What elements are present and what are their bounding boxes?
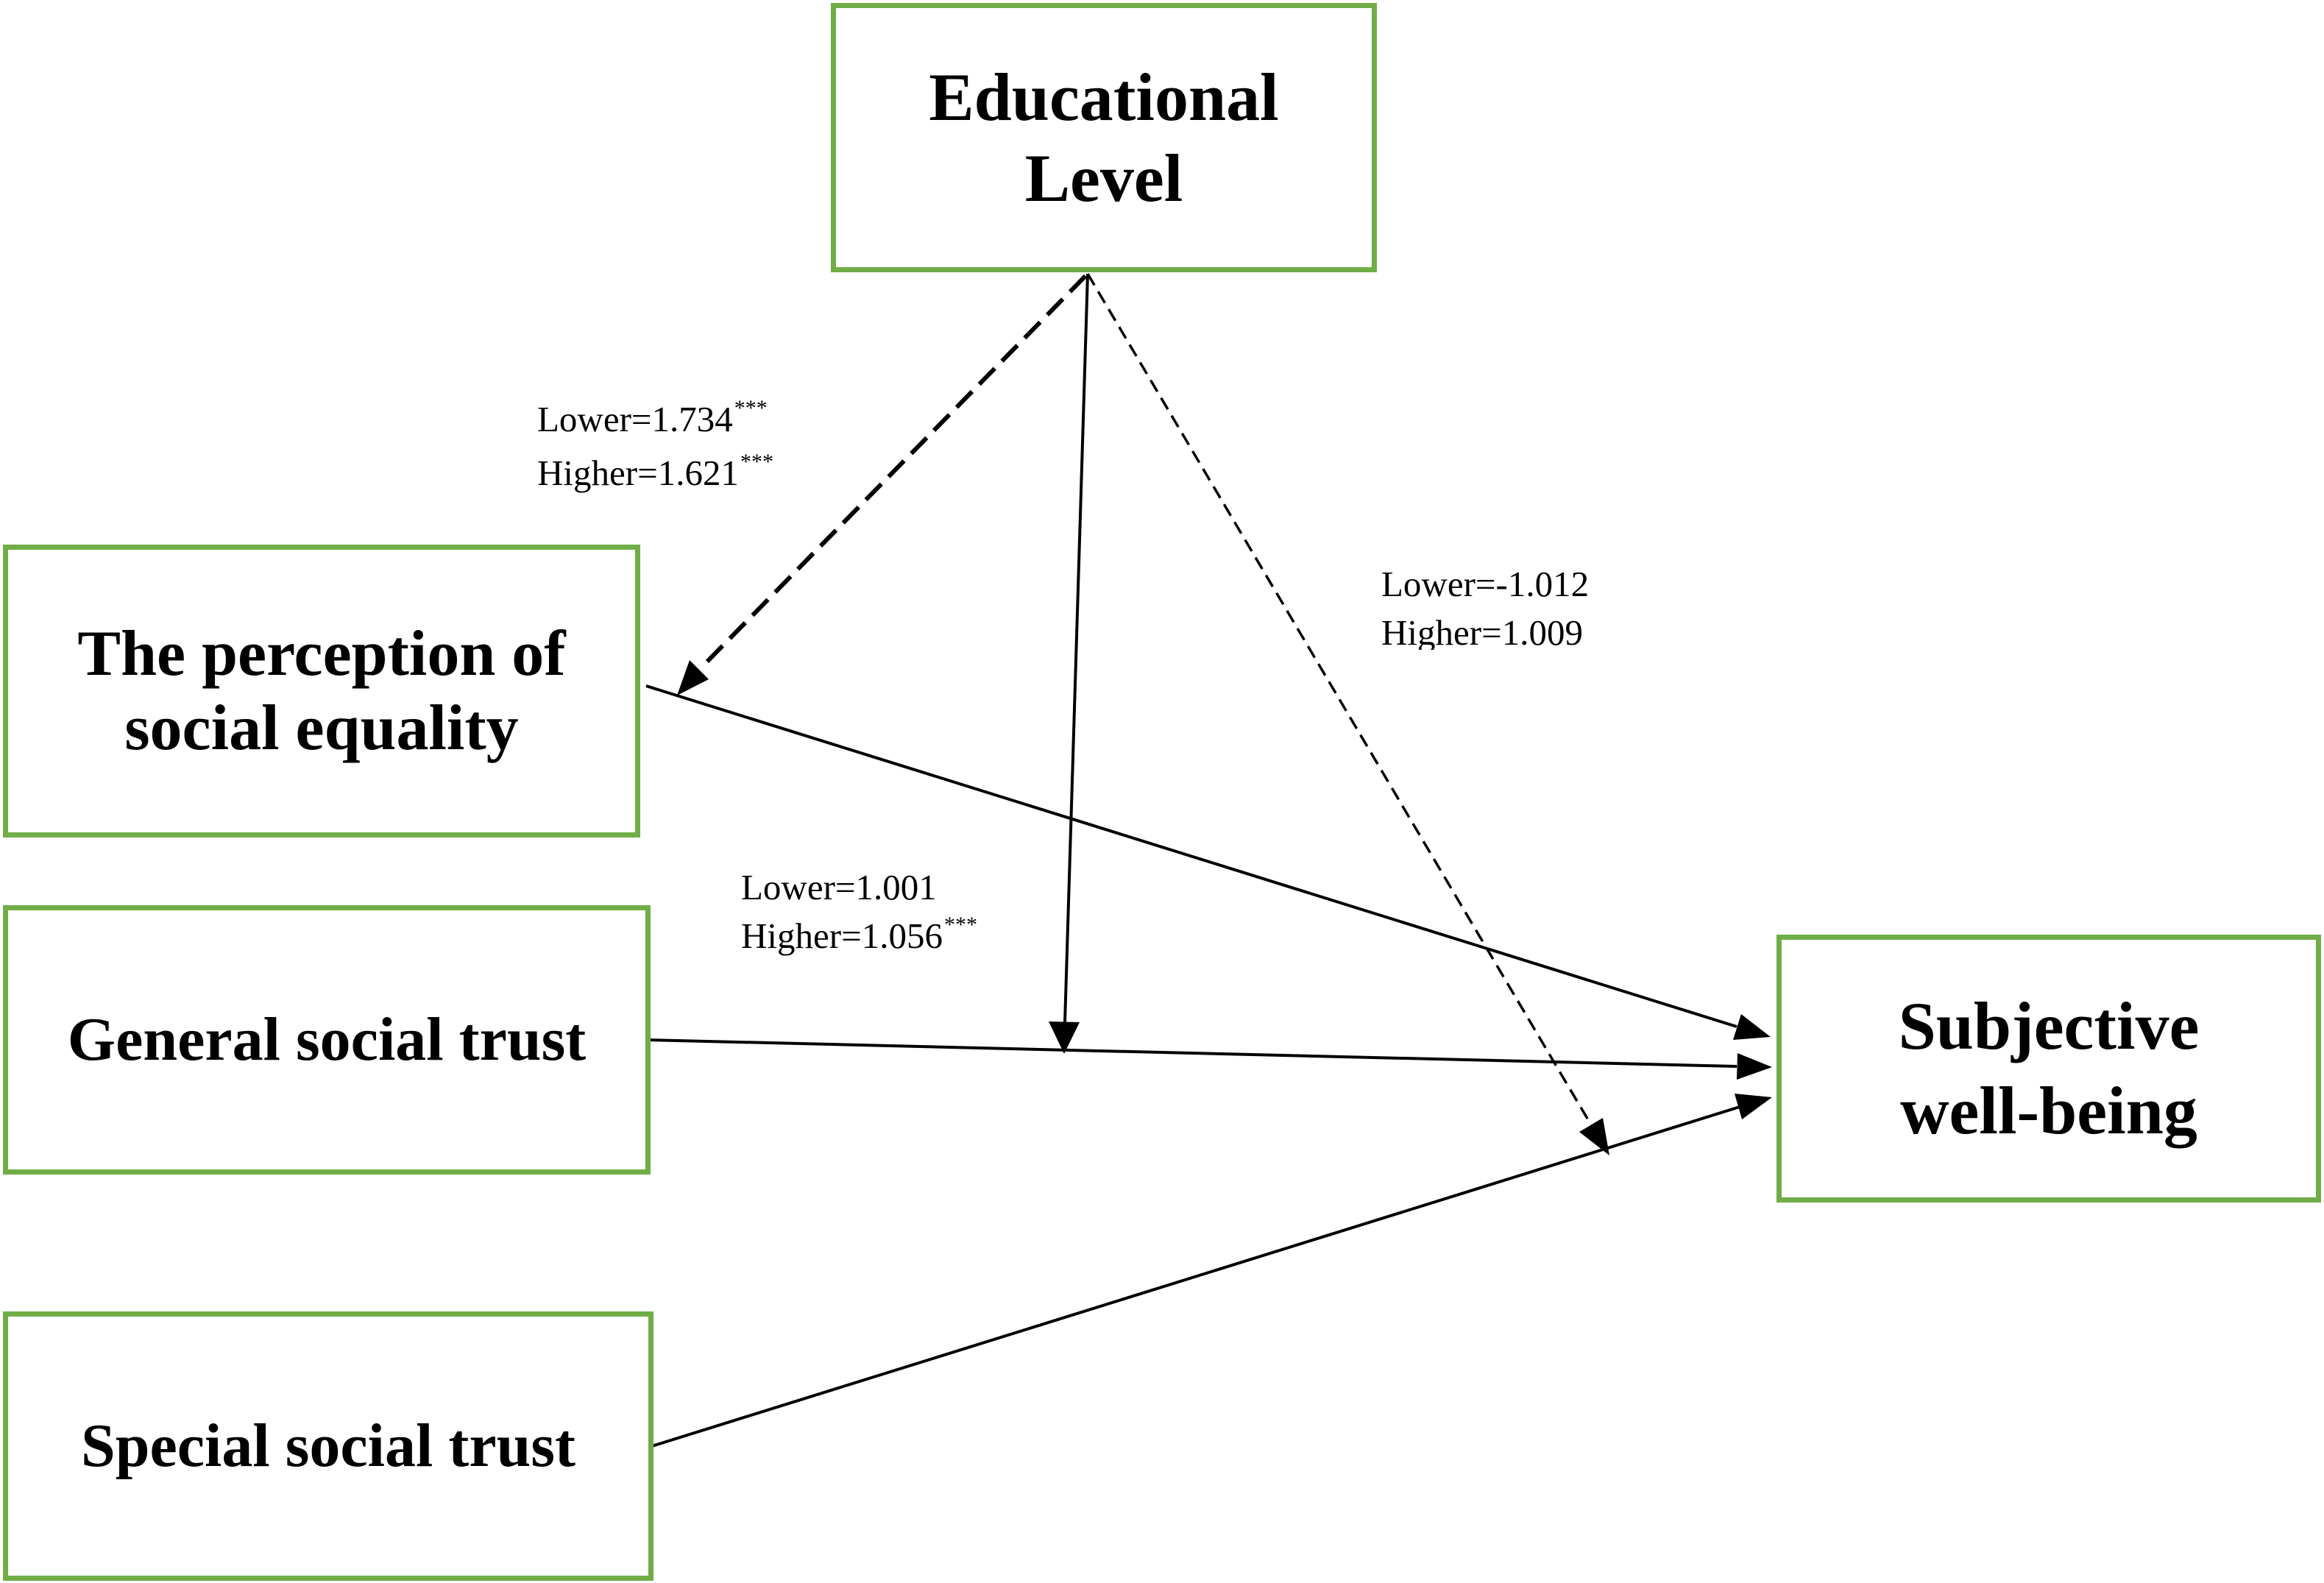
general-trust-coefficients: Lower=1.001 Higher=1.056*** (741, 863, 977, 956)
general-trust-lower-value: Lower=1.001 (741, 867, 937, 907)
equality-lower-value: Lower=1.734 (537, 399, 733, 439)
general-trust-higher-value: Higher=1.056 (741, 916, 943, 956)
arrow-education-to-general-trust-path (1063, 273, 1089, 1024)
equality-lower-significance: *** (734, 396, 768, 420)
arrowhead-education-to-wellbeing (1579, 1118, 1609, 1155)
general-trust-box: General social trust (3, 905, 651, 1175)
wellbeing-higher-line: Higher=1.009 (1381, 609, 1589, 650)
equality-higher-line: Higher=1.621*** (537, 449, 773, 503)
social-equality-box: The perception of social equality (3, 545, 640, 837)
wellbeing-lower-line: Lower=-1.012 (1381, 560, 1589, 609)
general-trust-lower-line: Lower=1.001 (741, 863, 977, 912)
arrowhead-general-trust-to-wellbeing (1737, 1053, 1772, 1080)
social-equality-label: The perception of social equality (77, 617, 566, 764)
educational-level-box: Educational Level (831, 3, 1377, 272)
wellbeing-coefficients: Lower=-1.012 Higher=1.009 (1381, 560, 1589, 650)
equality-higher-value: Higher=1.621 (537, 453, 739, 493)
arrowhead-special-trust-to-wellbeing (1735, 1094, 1772, 1119)
general-trust-higher-line: Higher=1.056*** (741, 912, 977, 956)
arrow-special-trust-to-wellbeing (651, 1105, 1740, 1448)
equality-coefficients: Lower=1.734*** Higher=1.621*** (537, 395, 773, 503)
arrowhead-education-to-general-trust-path (1049, 1021, 1080, 1054)
special-trust-label: Special social trust (81, 1411, 575, 1480)
educational-level-label: Educational Level (929, 59, 1279, 216)
general-trust-label: General social trust (67, 1005, 587, 1074)
equality-lower-line: Lower=1.734*** (537, 395, 773, 449)
wellbeing-lower-value: Lower=-1.012 (1381, 564, 1590, 604)
wellbeing-higher-value: Higher=1.009 (1381, 612, 1583, 650)
general-trust-higher-significance: *** (943, 913, 977, 937)
special-trust-box: Special social trust (3, 1311, 653, 1581)
arrow-general-trust-to-wellbeing (647, 1038, 1737, 1068)
arrowhead-equality-to-wellbeing (1733, 1014, 1771, 1040)
arrowhead-education-to-equality (677, 660, 709, 695)
subjective-wellbeing-box: Subjective well-being (1776, 935, 2321, 1203)
arrow-education-to-wellbeing (1086, 273, 1593, 1127)
arrow-education-to-equality (701, 274, 1088, 668)
arrow-equality-to-wellbeing (645, 684, 1737, 1028)
subjective-wellbeing-label: Subjective well-being (1898, 988, 2200, 1148)
equality-higher-significance: *** (740, 450, 773, 474)
